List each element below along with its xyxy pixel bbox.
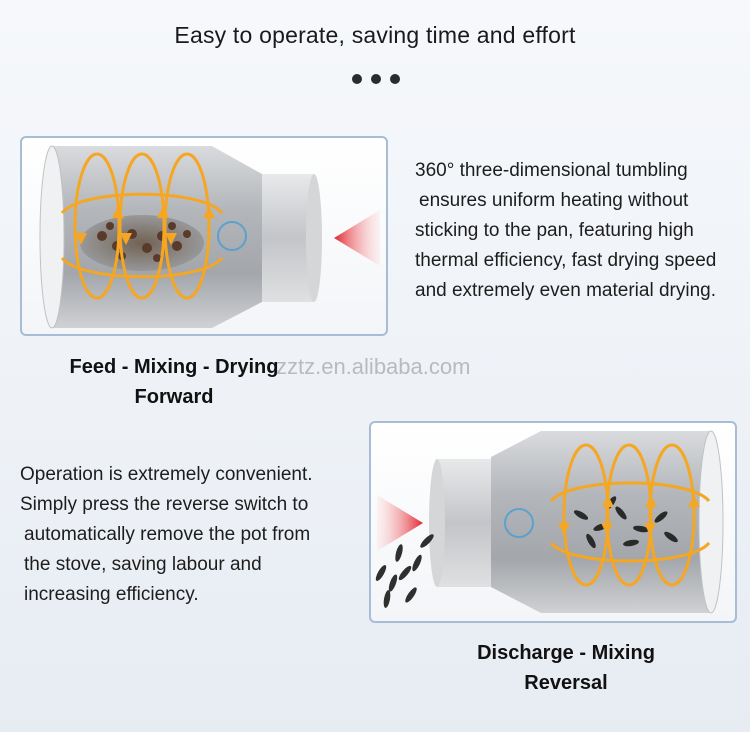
reverse-desc-line: Simply press the reverse switch to bbox=[20, 494, 309, 515]
forward-desc-line: ensures uniform heating without bbox=[419, 190, 689, 211]
forward-desc-line: thermal efficiency, fast drying speed bbox=[415, 250, 717, 271]
reverse-caption-line: Reversal bbox=[524, 672, 608, 694]
direction-arrow-icon bbox=[334, 210, 380, 266]
forward-drum-image bbox=[20, 136, 388, 336]
dot-3 bbox=[390, 74, 400, 84]
dot-1 bbox=[352, 74, 362, 84]
forward-caption-line: Feed - Mixing - Drying bbox=[69, 356, 279, 378]
reverse-caption-line: Discharge - Mixing bbox=[477, 642, 655, 664]
brand-logo-icon bbox=[217, 221, 247, 251]
forward-desc-line: 360° three-dimensional tumbling bbox=[415, 160, 688, 181]
brand-logo-icon bbox=[504, 508, 534, 538]
direction-arrow-icon bbox=[377, 495, 423, 551]
rotation-arrows-icon bbox=[60, 152, 224, 300]
forward-caption-line: Forward bbox=[134, 386, 214, 408]
dot-2 bbox=[371, 74, 381, 84]
pagination-dots bbox=[352, 74, 402, 86]
reverse-desc-line: automatically remove the pot from bbox=[24, 524, 311, 545]
reverse-drum-image bbox=[369, 421, 737, 623]
watermark: zztz.en.alibaba.com bbox=[276, 354, 471, 379]
page-headline: Easy to operate, saving time and effort bbox=[174, 22, 576, 48]
forward-desc-line: sticking to the pan, featuring high bbox=[415, 220, 694, 241]
rotation-arrows-icon bbox=[549, 443, 711, 587]
forward-caption: Feed - Mixing - Drying Forward bbox=[40, 352, 308, 412]
reverse-desc-line: the stove, saving labour and bbox=[24, 554, 262, 575]
reverse-desc-line: Operation is extremely convenient. bbox=[20, 464, 313, 485]
reverse-desc-line: increasing efficiency. bbox=[24, 584, 199, 605]
forward-desc-line: and extremely even material drying. bbox=[415, 280, 716, 301]
reverse-caption: Discharge - Mixing Reversal bbox=[450, 638, 682, 698]
forward-description: 360° three-dimensional tumbling ensures … bbox=[415, 156, 716, 306]
reverse-description: Operation is extremely convenient. Simpl… bbox=[20, 460, 313, 610]
